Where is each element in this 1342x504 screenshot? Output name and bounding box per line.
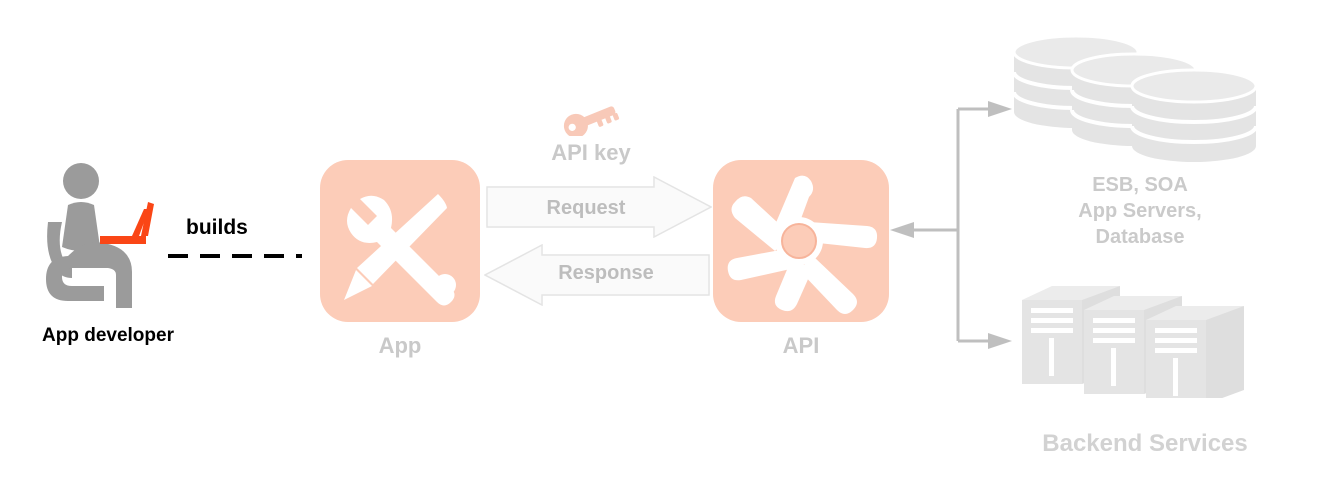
backend-connector-lines xyxy=(885,90,1015,360)
arrowhead-to-database xyxy=(988,101,1012,117)
api-key-label: API key xyxy=(551,140,631,165)
database-stack-icon xyxy=(1012,34,1264,164)
api-node-tile[interactable] xyxy=(713,160,889,322)
arrowhead-to-api xyxy=(890,222,914,238)
app-node-label: App xyxy=(378,333,422,358)
app-node-tile[interactable] xyxy=(320,160,480,322)
app-developer-icon xyxy=(40,160,190,310)
response-arrow xyxy=(483,243,710,307)
response-label: Response xyxy=(558,262,654,284)
backend-services-label: Backend Services xyxy=(1042,430,1248,457)
builds-dashed-line xyxy=(168,245,302,258)
builds-label: builds xyxy=(186,216,248,239)
backend-db-label: ESB, SOA App Servers, Database xyxy=(1040,172,1240,250)
backend-db-label-line1: ESB, SOA xyxy=(1092,174,1188,196)
arrowhead-to-servers xyxy=(988,333,1012,349)
backend-db-label-line2: App Servers, xyxy=(1078,200,1202,222)
request-arrow xyxy=(486,175,713,239)
backend-db-label-line3: Database xyxy=(1095,226,1185,248)
app-developer-label: App developer xyxy=(42,325,174,346)
server-racks-icon xyxy=(1022,286,1264,404)
request-label: Request xyxy=(546,197,626,219)
api-node-label: API xyxy=(782,333,820,358)
key-icon xyxy=(560,100,620,138)
